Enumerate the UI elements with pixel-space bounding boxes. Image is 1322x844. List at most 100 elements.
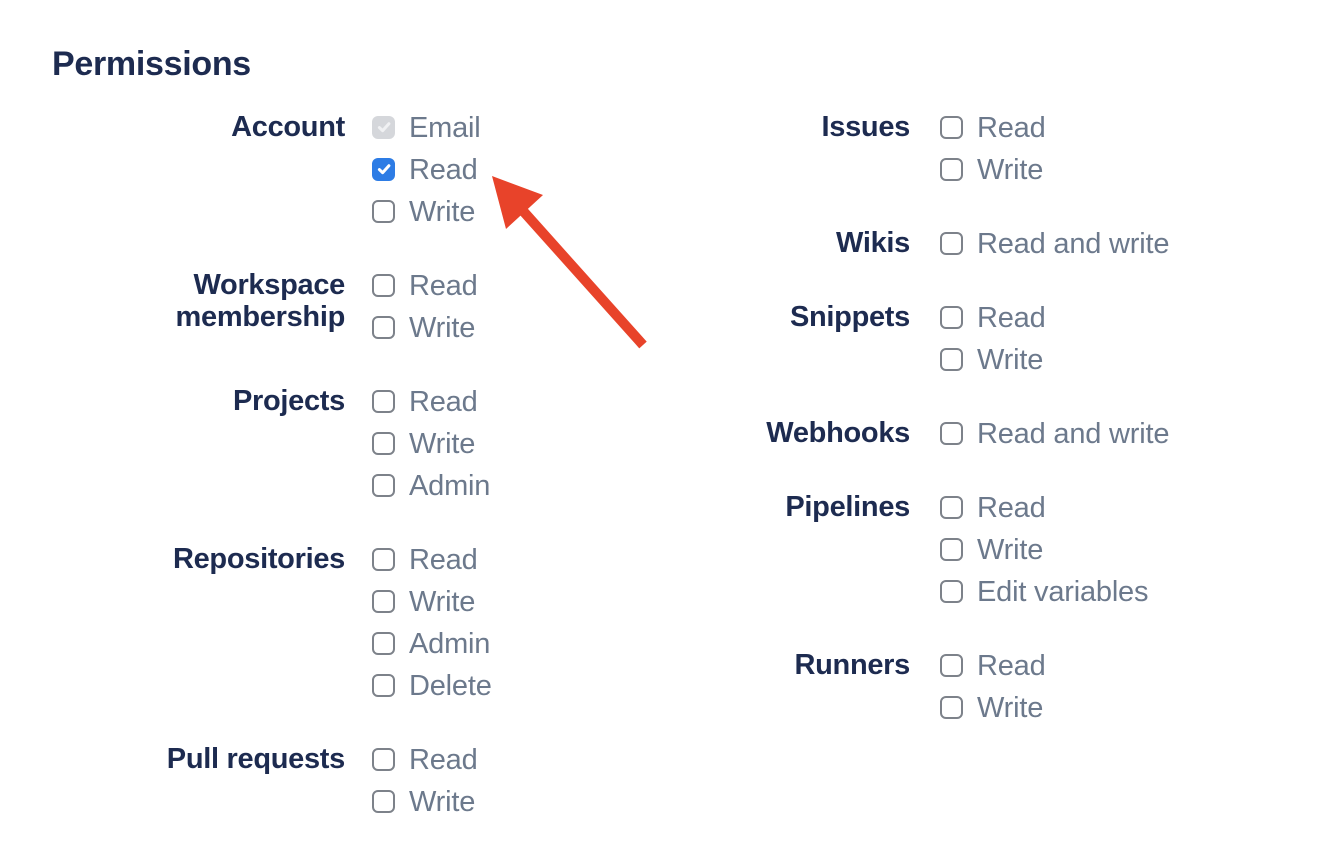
group-snippets: Snippets Read Write [612, 296, 1169, 380]
checkbox[interactable] [940, 305, 963, 329]
checkbox-row-workspace-write[interactable]: Write [372, 306, 478, 348]
right-column: Issues Read Write Wikis [612, 106, 1169, 760]
group-webhooks: Webhooks Read and write [612, 412, 1169, 454]
checkbox[interactable] [940, 653, 963, 677]
group-pull-requests: Pull requests Read Write [52, 738, 612, 822]
checkbox-list: Email Read Write [372, 106, 481, 232]
checkbox[interactable] [372, 673, 395, 697]
checkbox[interactable] [940, 695, 963, 719]
checkbox[interactable] [940, 115, 963, 139]
checkbox-label: Write [977, 343, 1044, 376]
checkbox-label: Read and write [977, 417, 1170, 450]
checkbox[interactable] [940, 495, 963, 519]
group-label: Snippets [789, 301, 910, 333]
checkmark-icon [377, 164, 390, 175]
group-account: Account Email Read Write [52, 106, 612, 232]
checkbox[interactable] [372, 115, 395, 139]
checkbox-row-projects-write[interactable]: Write [372, 422, 490, 464]
checkbox-label: Read [409, 385, 478, 418]
checkbox[interactable] [372, 747, 395, 771]
group-label: Webhooks [766, 417, 910, 449]
group-label: Pull requests [166, 743, 346, 775]
checkbox-row-issues-read[interactable]: Read [940, 106, 1046, 148]
checkbox-row-wikis-read-and-write[interactable]: Read and write [940, 222, 1169, 264]
checkbox-row-workspace-read[interactable]: Read [372, 264, 478, 306]
group-label: Issues [821, 111, 911, 143]
checkbox[interactable] [372, 389, 395, 413]
checkbox-label: Read [977, 111, 1046, 144]
checkbox-label: Write [409, 311, 476, 344]
checkbox[interactable] [372, 315, 395, 339]
checkbox[interactable] [372, 631, 395, 655]
checkbox-label: Admin [409, 469, 491, 502]
checkbox-row-pull-requests-read[interactable]: Read [372, 738, 478, 780]
group-runners: Runners Read Write [612, 644, 1169, 728]
checkbox-row-snippets-read[interactable]: Read [940, 296, 1046, 338]
checkbox-row-pipelines-write[interactable]: Write [940, 528, 1148, 570]
checkbox-label: Read [409, 269, 478, 302]
checkbox[interactable] [940, 579, 963, 603]
checkbox-label: Read [977, 491, 1046, 524]
checkbox-row-pipelines-read[interactable]: Read [940, 486, 1148, 528]
checkbox-label: Read [977, 649, 1046, 682]
checkbox-list: Read Write [940, 644, 1046, 728]
checkbox[interactable] [372, 157, 395, 181]
group-label: Runners [794, 649, 910, 681]
checkbox-label: Read and write [977, 227, 1170, 260]
group-label: Wikis [836, 227, 910, 259]
group-workspace-membership: Workspace membership Read Write [52, 264, 612, 348]
checkbox-label: Read [409, 743, 478, 776]
checkbox-row-runners-write[interactable]: Write [940, 686, 1046, 728]
checkbox-label: Write [977, 533, 1044, 566]
checkbox-row-account-read[interactable]: Read [372, 148, 481, 190]
checkbox[interactable] [372, 547, 395, 571]
checkbox-row-repositories-read[interactable]: Read [372, 538, 492, 580]
checkbox-label: Write [409, 785, 476, 818]
checkbox-list: Read Write [940, 296, 1046, 380]
checkbox-label: Write [409, 427, 476, 460]
checkbox[interactable] [372, 199, 395, 223]
checkbox-row-pull-requests-write[interactable]: Write [372, 780, 478, 822]
checkbox-label: Write [977, 153, 1044, 186]
checkbox[interactable] [372, 431, 395, 455]
group-label: Workspace membership [175, 269, 346, 333]
checkbox[interactable] [940, 421, 963, 445]
group-repositories: Repositories Read Write Admin [52, 538, 612, 706]
checkbox-row-projects-admin[interactable]: Admin [372, 464, 490, 506]
checkbox-row-projects-read[interactable]: Read [372, 380, 490, 422]
checkbox[interactable] [940, 537, 963, 561]
checkbox[interactable] [940, 347, 963, 371]
checkbox-row-account-write[interactable]: Write [372, 190, 481, 232]
checkbox-label: Read [409, 543, 478, 576]
checkbox[interactable] [372, 273, 395, 297]
checkbox-row-repositories-admin[interactable]: Admin [372, 622, 492, 664]
checkbox[interactable] [372, 473, 395, 497]
checkbox-row-account-email[interactable]: Email [372, 106, 481, 148]
group-wikis: Wikis Read and write [612, 222, 1169, 264]
checkbox-list: Read and write [940, 412, 1169, 454]
checkbox-label: Write [409, 195, 476, 228]
left-column: Account Email Read Write [52, 106, 612, 844]
checkbox-row-snippets-write[interactable]: Write [940, 338, 1046, 380]
checkbox-label: Admin [409, 627, 491, 660]
checkbox-row-pipelines-edit-variables[interactable]: Edit variables [940, 570, 1148, 612]
group-label: Projects [232, 385, 345, 417]
checkbox-row-repositories-delete[interactable]: Delete [372, 664, 492, 706]
checkbox-label: Delete [409, 669, 492, 702]
checkbox-list: Read Write Edit variables [940, 486, 1148, 612]
checkbox-row-runners-read[interactable]: Read [940, 644, 1046, 686]
checkbox-label: Edit variables [977, 575, 1149, 608]
checkbox[interactable] [940, 231, 963, 255]
checkbox-list: Read Write Admin [372, 380, 490, 506]
checkbox[interactable] [372, 589, 395, 613]
checkbox-label: Email [409, 111, 481, 144]
checkbox[interactable] [940, 157, 963, 181]
group-issues: Issues Read Write [612, 106, 1169, 190]
checkbox-row-issues-write[interactable]: Write [940, 148, 1046, 190]
checkbox-row-repositories-write[interactable]: Write [372, 580, 492, 622]
group-label: Pipelines [785, 491, 910, 523]
checkbox[interactable] [372, 789, 395, 813]
group-label: Repositories [172, 543, 345, 575]
checkbox-row-webhooks-read-and-write[interactable]: Read and write [940, 412, 1169, 454]
